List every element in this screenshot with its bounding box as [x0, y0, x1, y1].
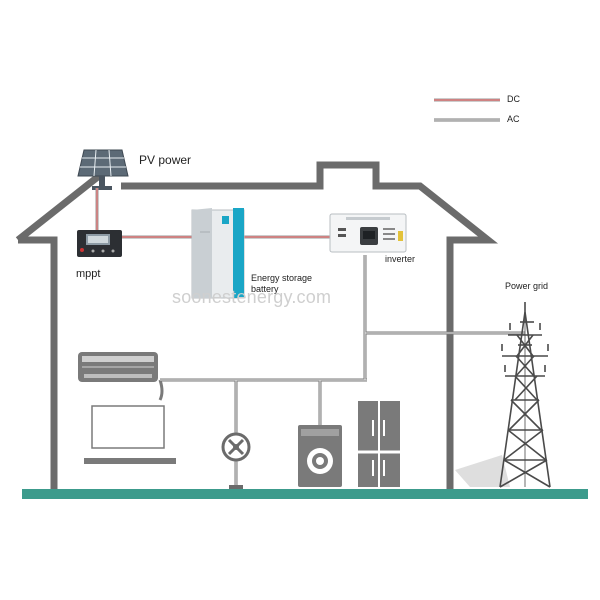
legend-ac-label: AC: [507, 114, 520, 124]
legend: [434, 98, 500, 122]
pylon-shadow: [455, 455, 510, 487]
refrigerator: [358, 401, 400, 487]
inverter-unit: [329, 213, 407, 253]
house-outline: [15, 161, 499, 489]
pv-power-label: PV power: [139, 153, 192, 167]
fan: [221, 432, 251, 489]
battery-label-line1: Energy storage: [251, 273, 313, 283]
mppt-controller: [77, 230, 122, 257]
mppt-label: mppt: [76, 268, 101, 280]
dc-wiring: [95, 188, 330, 239]
inverter-label: inverter: [385, 254, 416, 264]
battery-label-line2: battery: [251, 284, 279, 294]
ground-bar: [22, 489, 588, 499]
solar-panel: [77, 149, 129, 190]
television: [84, 405, 176, 464]
battery-cabinet: [191, 208, 245, 299]
power-grid-label: Power grid: [505, 281, 549, 291]
air-conditioner: [78, 352, 158, 382]
battery-label: Energy storage battery: [251, 273, 312, 295]
transmission-tower: [499, 302, 551, 488]
watermark-text: soonestenergy.com: [172, 287, 332, 307]
washing-machine: [298, 425, 342, 487]
legend-dc-label: DC: [507, 94, 520, 104]
